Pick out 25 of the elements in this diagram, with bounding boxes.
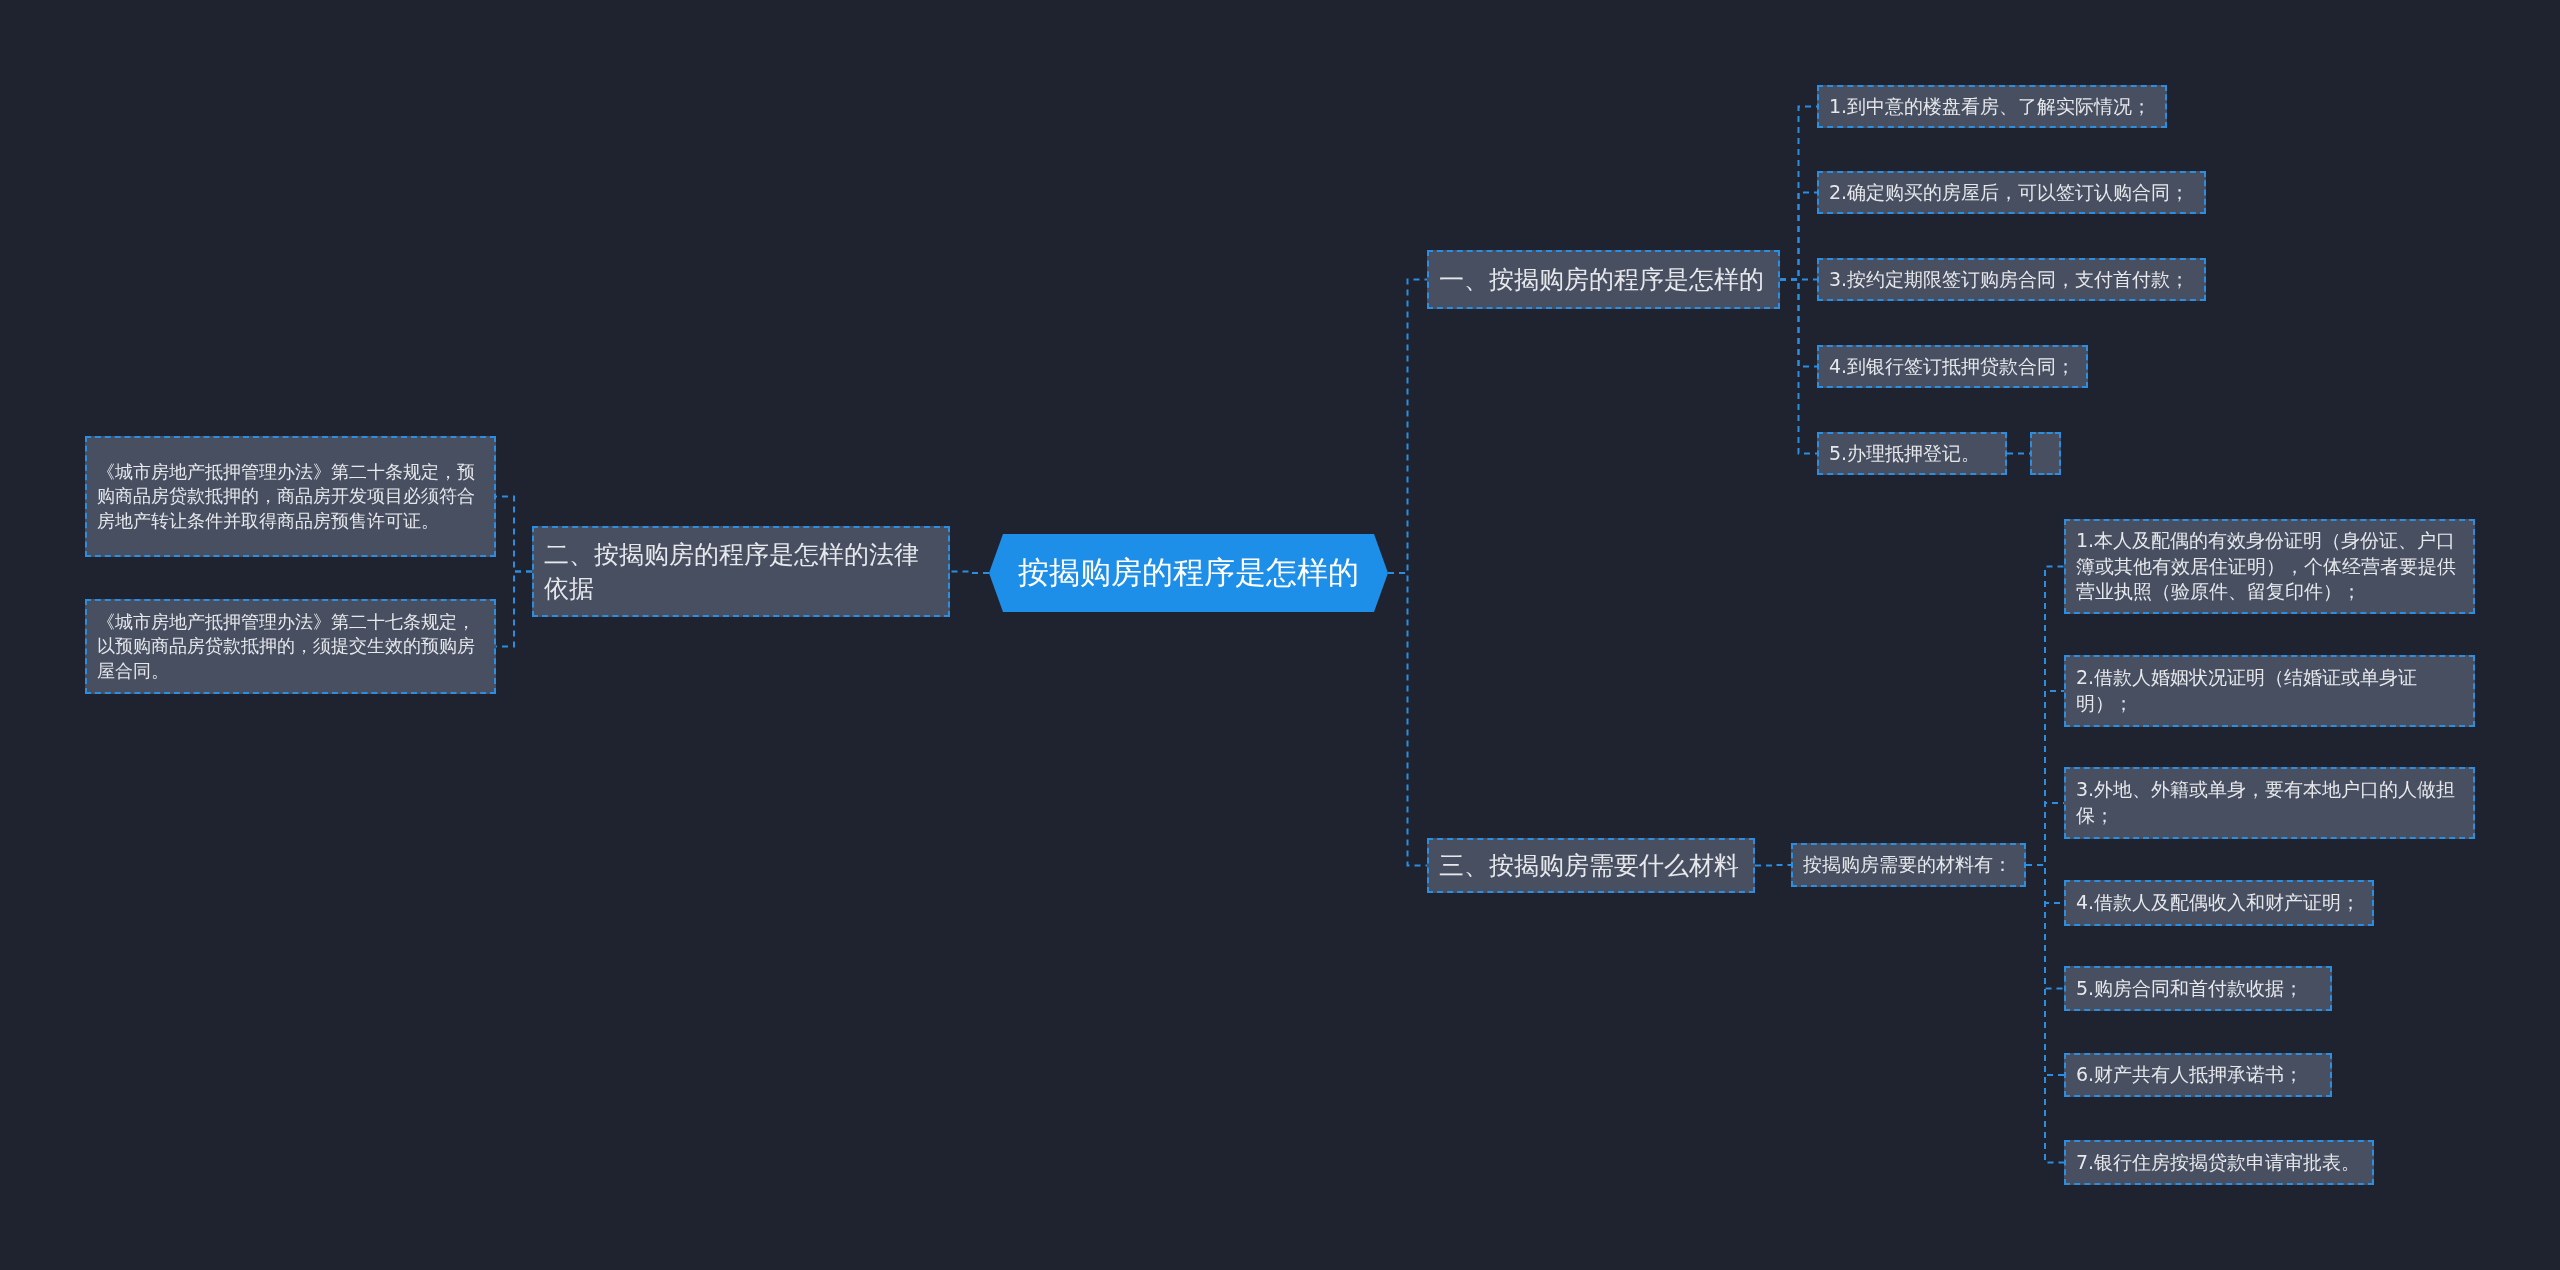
- connector: [1387, 572, 1428, 867]
- text-box: 《城市房地产抵押管理办法》第二十条规定，预购商品房贷款抵押的，商品房开发项目必须符合房地产转让条件并取得商品房预售许可证。: [85, 436, 496, 557]
- text-box: 3.按约定期限签订购房合同，支付首付款；: [1817, 258, 2206, 301]
- topic-box: 三、按揭购房需要什么材料: [1427, 838, 1755, 893]
- central-topic: 按揭购房的程序是怎样的: [1018, 553, 1359, 593]
- empty-box: [2030, 432, 2061, 475]
- text-box: 7.银行住房按揭贷款申请审批表。: [2064, 1140, 2374, 1185]
- topic-box: 一、按揭购房的程序是怎样的: [1427, 250, 1780, 309]
- text-box: 5.购房合同和首付款收据；: [2064, 966, 2332, 1011]
- text-box: 2.借款人婚姻状况证明（结婚证或单身证明）；: [2064, 655, 2475, 727]
- connector: [1754, 864, 1792, 867]
- connector: [949, 570, 990, 574]
- text-box: 按揭购房需要的材料有：: [1791, 843, 2026, 887]
- text-box: 3.外地、外籍或单身，要有本地户口的人做担保；: [2064, 767, 2475, 839]
- topic-box: 二、按揭购房的程序是怎样的法律依据: [532, 526, 950, 617]
- text-box: 《城市房地产抵押管理办法》第二十七条规定，以预购商品房贷款抵押的，须提交生效的预购房屋合同。: [85, 599, 496, 694]
- text-box: 4.借款人及配偶收入和财产证明；: [2064, 880, 2374, 926]
- text-box: 4.到银行签订抵押贷款合同；: [1817, 345, 2088, 388]
- text-box: 1.本人及配偶的有效身份证明（身份证、户口簿或其他有效居住证明），个体经营者要提供营业执照（验原件、留复印件）；: [2064, 519, 2475, 614]
- text-box: 6.财产共有人抵押承诺书；: [2064, 1053, 2332, 1097]
- connector: [1779, 278, 1818, 455]
- text-box: 1.到中意的楼盘看房、了解实际情况；: [1817, 85, 2167, 128]
- connector: [2025, 864, 2065, 1164]
- text-box: 5.办理抵押登记。: [1817, 432, 2007, 475]
- text-box: 2.确定购买的房屋后，可以签订认购合同；: [1817, 171, 2206, 214]
